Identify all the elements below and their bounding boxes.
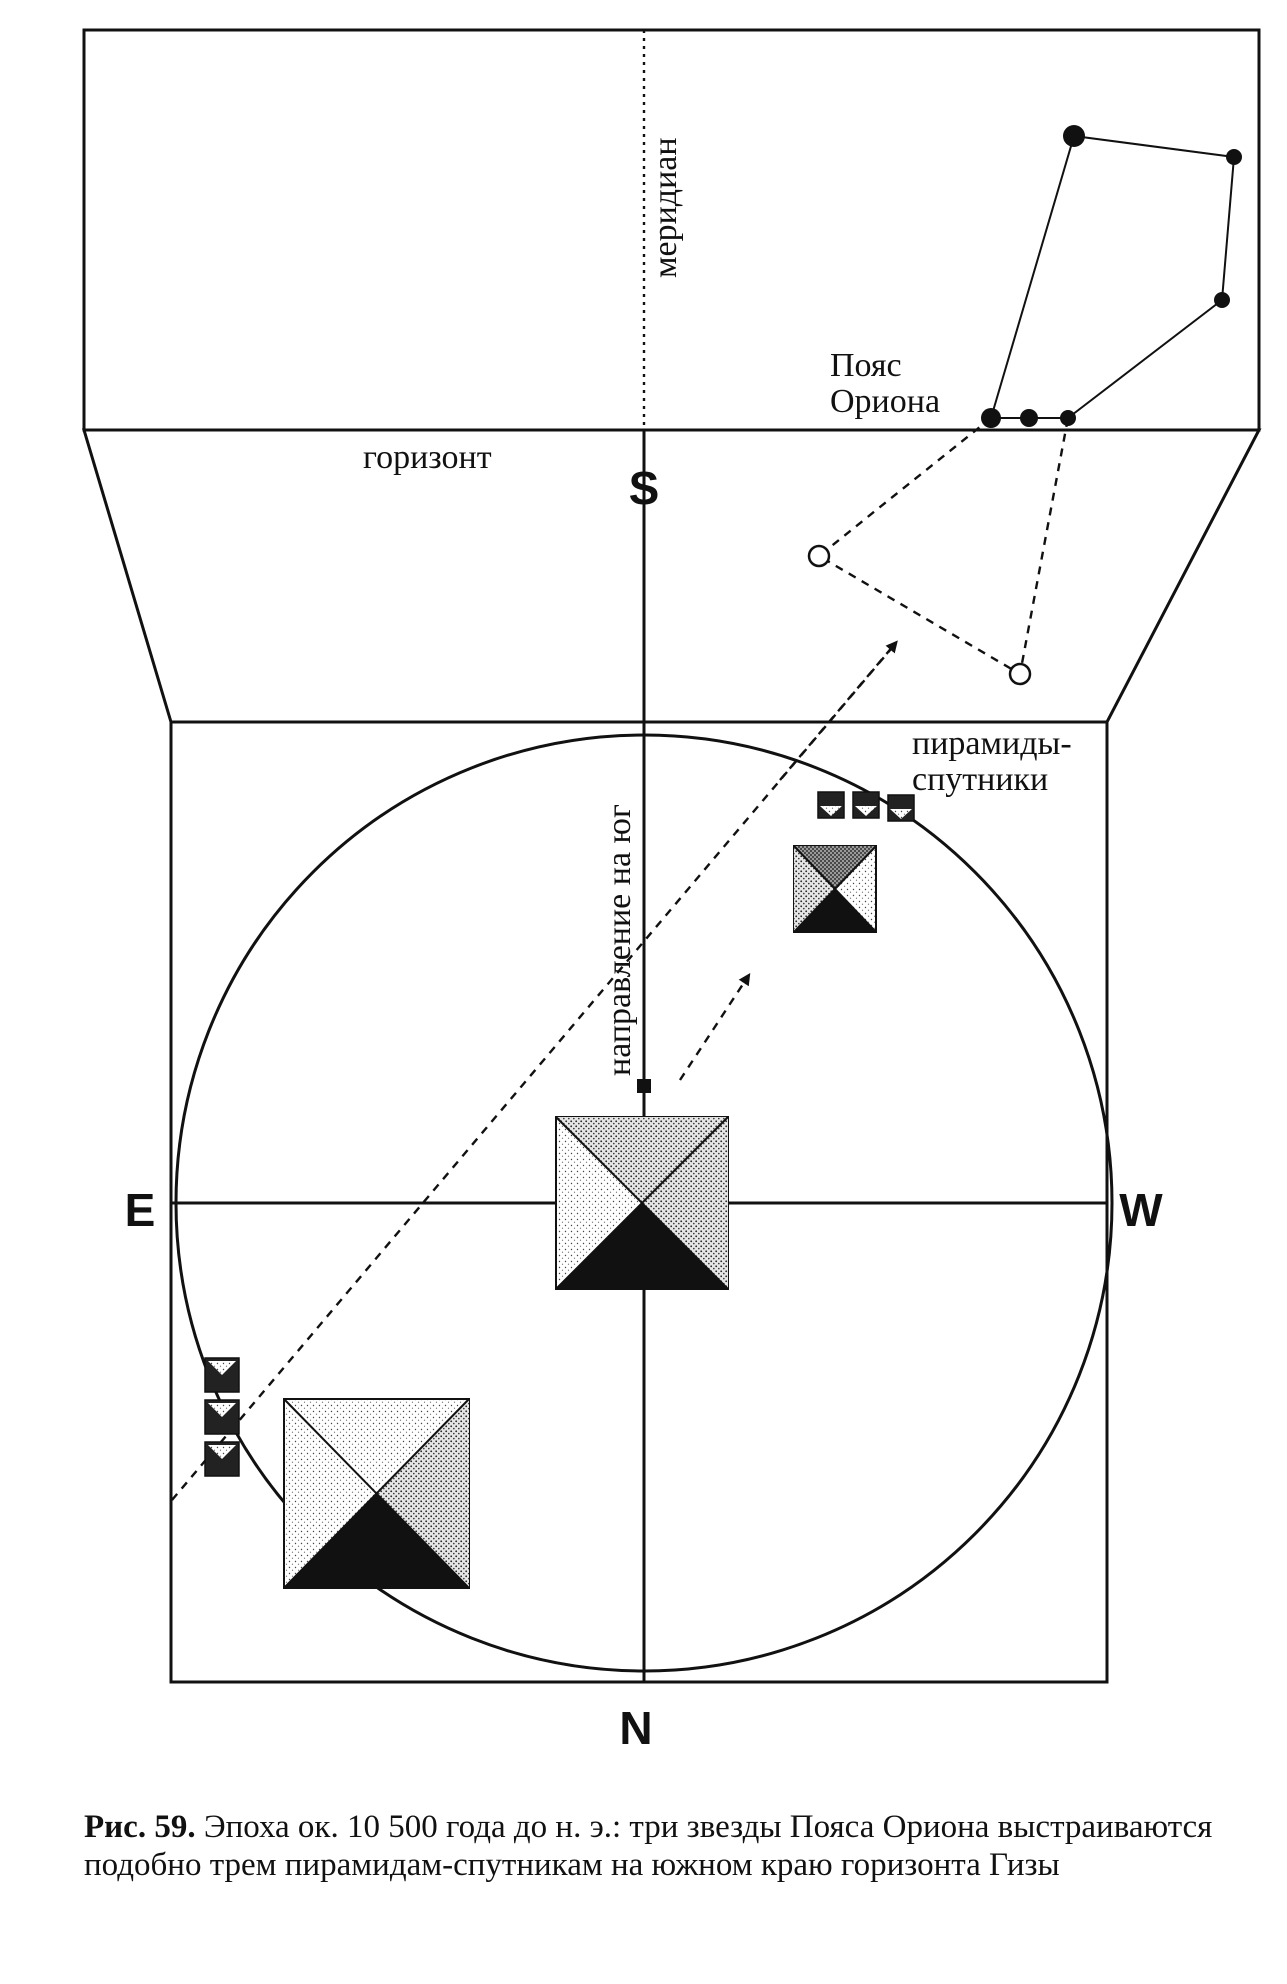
compass-north: N (619, 1702, 652, 1754)
satellite-pyramids-east (204, 1357, 240, 1477)
great-pyramid (555, 1116, 729, 1290)
orion-belt-label-2: Ориона (830, 383, 940, 420)
caption-text: Эпоха ок. 10 500 года до н. э.: три звез… (84, 1809, 1213, 1883)
satellite-pyramids-label-2: спутники (912, 761, 1048, 798)
south-direction-label: направление на юг (601, 804, 638, 1076)
orion-projection (816, 417, 1070, 676)
figure-caption: Рис. 59. Эпоха ок. 10 500 года до н. э.:… (84, 1808, 1224, 1884)
orion-outline (990, 134, 1236, 419)
compass-east: E (125, 1184, 156, 1236)
belt-star-alnilam (1020, 409, 1038, 427)
horizon-band: горизонт S (81, 417, 1262, 724)
meridian-label: меридиан (647, 137, 684, 278)
alignment-line (171, 642, 897, 1501)
compass-west: W (1119, 1184, 1163, 1236)
second-pyramid (793, 845, 877, 933)
orion-belt-label-1: Пояс (830, 347, 902, 384)
meridian-marker (637, 1079, 651, 1093)
star-betelgeuse (1063, 125, 1085, 147)
projected-star-left (807, 544, 831, 568)
belt-star-mintaka (1060, 410, 1076, 426)
orion-constellation (981, 125, 1242, 428)
alignment-arrow-lower (678, 972, 751, 1081)
star-rigel (1214, 292, 1230, 308)
satellite-pyramids-label-1: пирамиды- (912, 725, 1072, 762)
projected-star-right (1008, 662, 1032, 686)
horizon-frame (81, 428, 1262, 724)
third-pyramid (283, 1398, 470, 1589)
star-bellatrix (1226, 149, 1242, 165)
ground-plan: E W N направление на юг пирамиды- спутни… (125, 430, 1163, 1754)
horizon-label: горизонт (363, 439, 492, 476)
sky-panel: меридиан Пояс Ориона (82, 28, 1261, 432)
figure-number: Рис. 59. (84, 1809, 196, 1845)
satellite-pyramids-south (817, 791, 915, 822)
